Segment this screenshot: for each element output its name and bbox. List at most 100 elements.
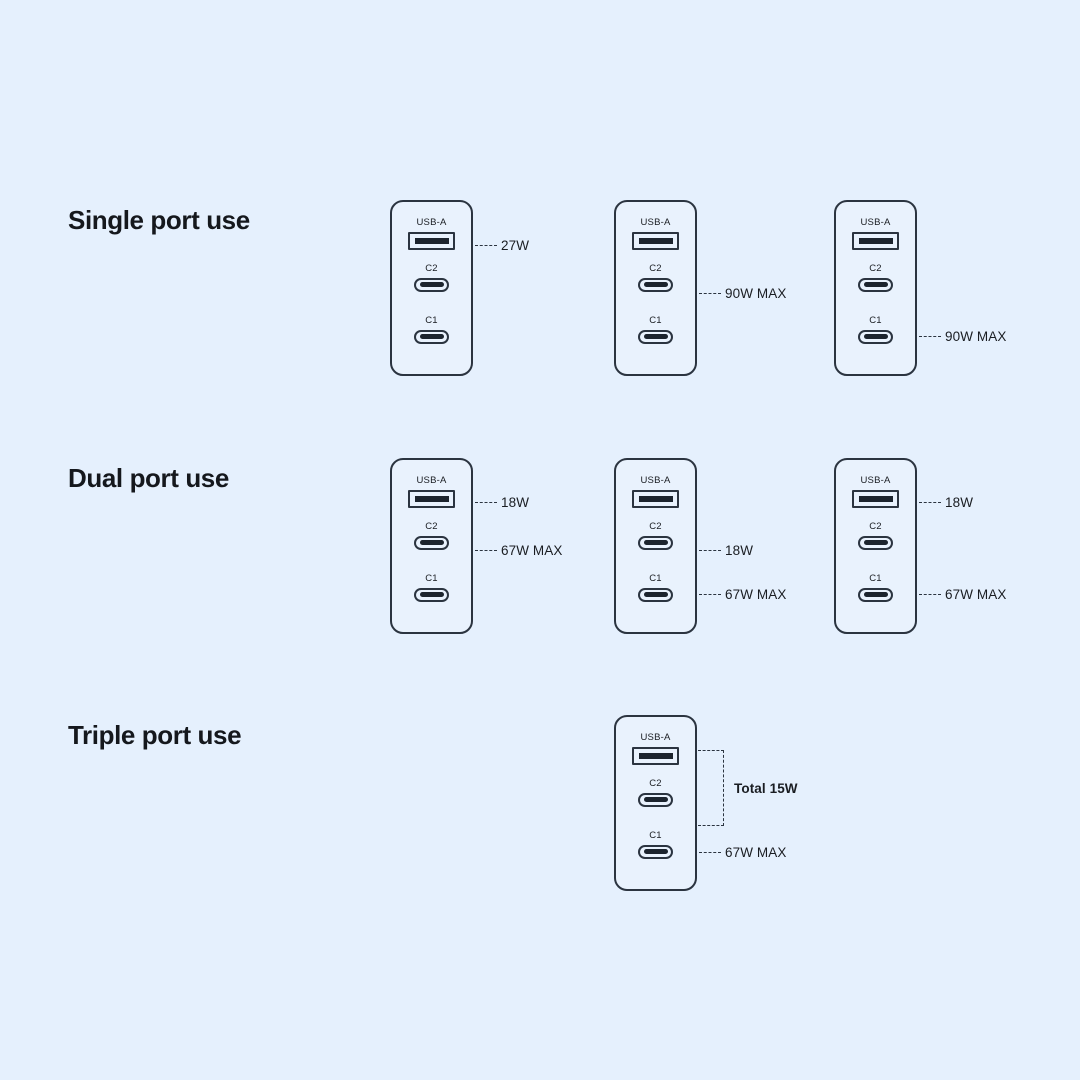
port-label-c1: C1: [869, 573, 882, 584]
port-group-usb-a: USB-A: [616, 476, 695, 508]
port-group-c1: C1: [616, 574, 695, 602]
port-group-c1: C1: [616, 316, 695, 344]
usb-a-port-icon: [852, 231, 899, 250]
usb-c-port-icon: [414, 329, 449, 344]
section-heading-single: Single port use: [68, 205, 250, 235]
callout-triple-c1: 67W MAX: [699, 844, 786, 860]
port-label-usb-a: USB-A: [860, 475, 891, 486]
port-group-c2: C2: [392, 264, 471, 292]
port-label-c2: C2: [869, 521, 882, 532]
charger-device-single-2: USB-A C2 C1: [614, 200, 697, 376]
usb-c-port-icon: [638, 535, 673, 550]
port-label-c2: C2: [649, 778, 662, 789]
section-heading-triple: Triple port use: [68, 720, 242, 750]
leader-line-icon: [919, 501, 941, 503]
port-label-c1: C1: [649, 573, 662, 584]
port-label-usb-a: USB-A: [860, 217, 891, 228]
leader-line-icon: [475, 501, 497, 503]
port-group-c2: C2: [616, 264, 695, 292]
usb-a-port-icon: [408, 231, 455, 250]
leader-line-icon: [919, 593, 941, 595]
port-label-c1: C1: [425, 573, 438, 584]
callout-label: 90W MAX: [945, 328, 1007, 344]
leader-line-icon: [699, 549, 721, 551]
port-group-c2: C2: [616, 522, 695, 550]
charger-device-dual-3: USB-A C2 C1: [834, 458, 917, 634]
charger-device-dual-2: USB-A C2 C1: [614, 458, 697, 634]
leader-line-icon: [699, 292, 721, 294]
port-label-usb-a: USB-A: [416, 475, 447, 486]
callout-dual-2-c2: 18W: [699, 542, 753, 558]
callout-label: 67W MAX: [725, 586, 787, 602]
port-label-usb-a: USB-A: [640, 475, 671, 486]
port-label-c2: C2: [649, 263, 662, 274]
leader-line-icon: [699, 593, 721, 595]
usb-a-port-icon: [632, 746, 679, 765]
port-group-usb-a: USB-A: [392, 218, 471, 250]
port-label-usb-a: USB-A: [640, 217, 671, 228]
usb-c-port-icon: [858, 277, 893, 292]
port-label-c1: C1: [649, 315, 662, 326]
callout-label: 67W MAX: [725, 844, 787, 860]
callout-label: 27W: [501, 237, 530, 253]
callout-label: 18W: [501, 494, 530, 510]
leader-line-icon: [699, 851, 721, 853]
charger-device-single-3: USB-A C2 C1: [834, 200, 917, 376]
port-label-c1: C1: [869, 315, 882, 326]
usb-c-port-icon: [858, 587, 893, 602]
usb-c-port-icon: [414, 277, 449, 292]
usb-c-port-icon: [858, 535, 893, 550]
leader-line-icon: [475, 549, 497, 551]
port-label-c1: C1: [425, 315, 438, 326]
port-group-c1: C1: [392, 316, 471, 344]
usb-c-port-icon: [638, 587, 673, 602]
port-label-c1: C1: [649, 830, 662, 841]
callout-dual-3-usb-a: 18W: [919, 494, 973, 510]
callout-label: Total 15W: [734, 780, 798, 796]
section-heading-dual: Dual port use: [68, 463, 229, 493]
port-group-usb-a: USB-A: [616, 218, 695, 250]
port-group-usb-a: USB-A: [392, 476, 471, 508]
usb-c-port-icon: [638, 844, 673, 859]
bracket-icon: [698, 750, 724, 826]
charger-device-triple-1: USB-A C2 C1: [614, 715, 697, 891]
port-group-c1: C1: [836, 574, 915, 602]
port-label-usb-a: USB-A: [416, 217, 447, 228]
usb-c-port-icon: [638, 792, 673, 807]
usb-c-port-icon: [414, 535, 449, 550]
usb-c-port-icon: [414, 587, 449, 602]
port-group-c2: C2: [836, 522, 915, 550]
callout-label: 67W MAX: [945, 586, 1007, 602]
bracket-callout-triple-total: Total 15W: [698, 750, 798, 826]
usb-a-port-icon: [632, 231, 679, 250]
usb-a-port-icon: [852, 489, 899, 508]
usb-a-port-icon: [632, 489, 679, 508]
callout-label: 67W MAX: [501, 542, 563, 558]
callout-dual-2-c1: 67W MAX: [699, 586, 786, 602]
callout-dual-1-usb-a: 18W: [475, 494, 529, 510]
leader-line-icon: [475, 244, 497, 246]
leader-line-icon: [919, 335, 941, 337]
callout-label: 18W: [725, 542, 754, 558]
charger-device-single-1: USB-A C2 C1: [390, 200, 473, 376]
charger-device-dual-1: USB-A C2 C1: [390, 458, 473, 634]
port-label-c2: C2: [425, 521, 438, 532]
port-group-usb-a: USB-A: [836, 218, 915, 250]
port-group-c2: C2: [616, 779, 695, 807]
callout-label: 90W MAX: [725, 285, 787, 301]
callout-single-3-c1: 90W MAX: [919, 328, 1006, 344]
callout-label: 18W: [945, 494, 974, 510]
port-group-c1: C1: [616, 831, 695, 859]
port-label-c2: C2: [649, 521, 662, 532]
port-label-c2: C2: [425, 263, 438, 274]
callout-dual-3-c1: 67W MAX: [919, 586, 1006, 602]
port-group-c2: C2: [836, 264, 915, 292]
usb-a-port-icon: [408, 489, 455, 508]
callout-single-2-c2: 90W MAX: [699, 285, 786, 301]
port-label-usb-a: USB-A: [640, 732, 671, 743]
usb-c-port-icon: [858, 329, 893, 344]
port-label-c2: C2: [869, 263, 882, 274]
usb-c-port-icon: [638, 329, 673, 344]
usb-c-port-icon: [638, 277, 673, 292]
